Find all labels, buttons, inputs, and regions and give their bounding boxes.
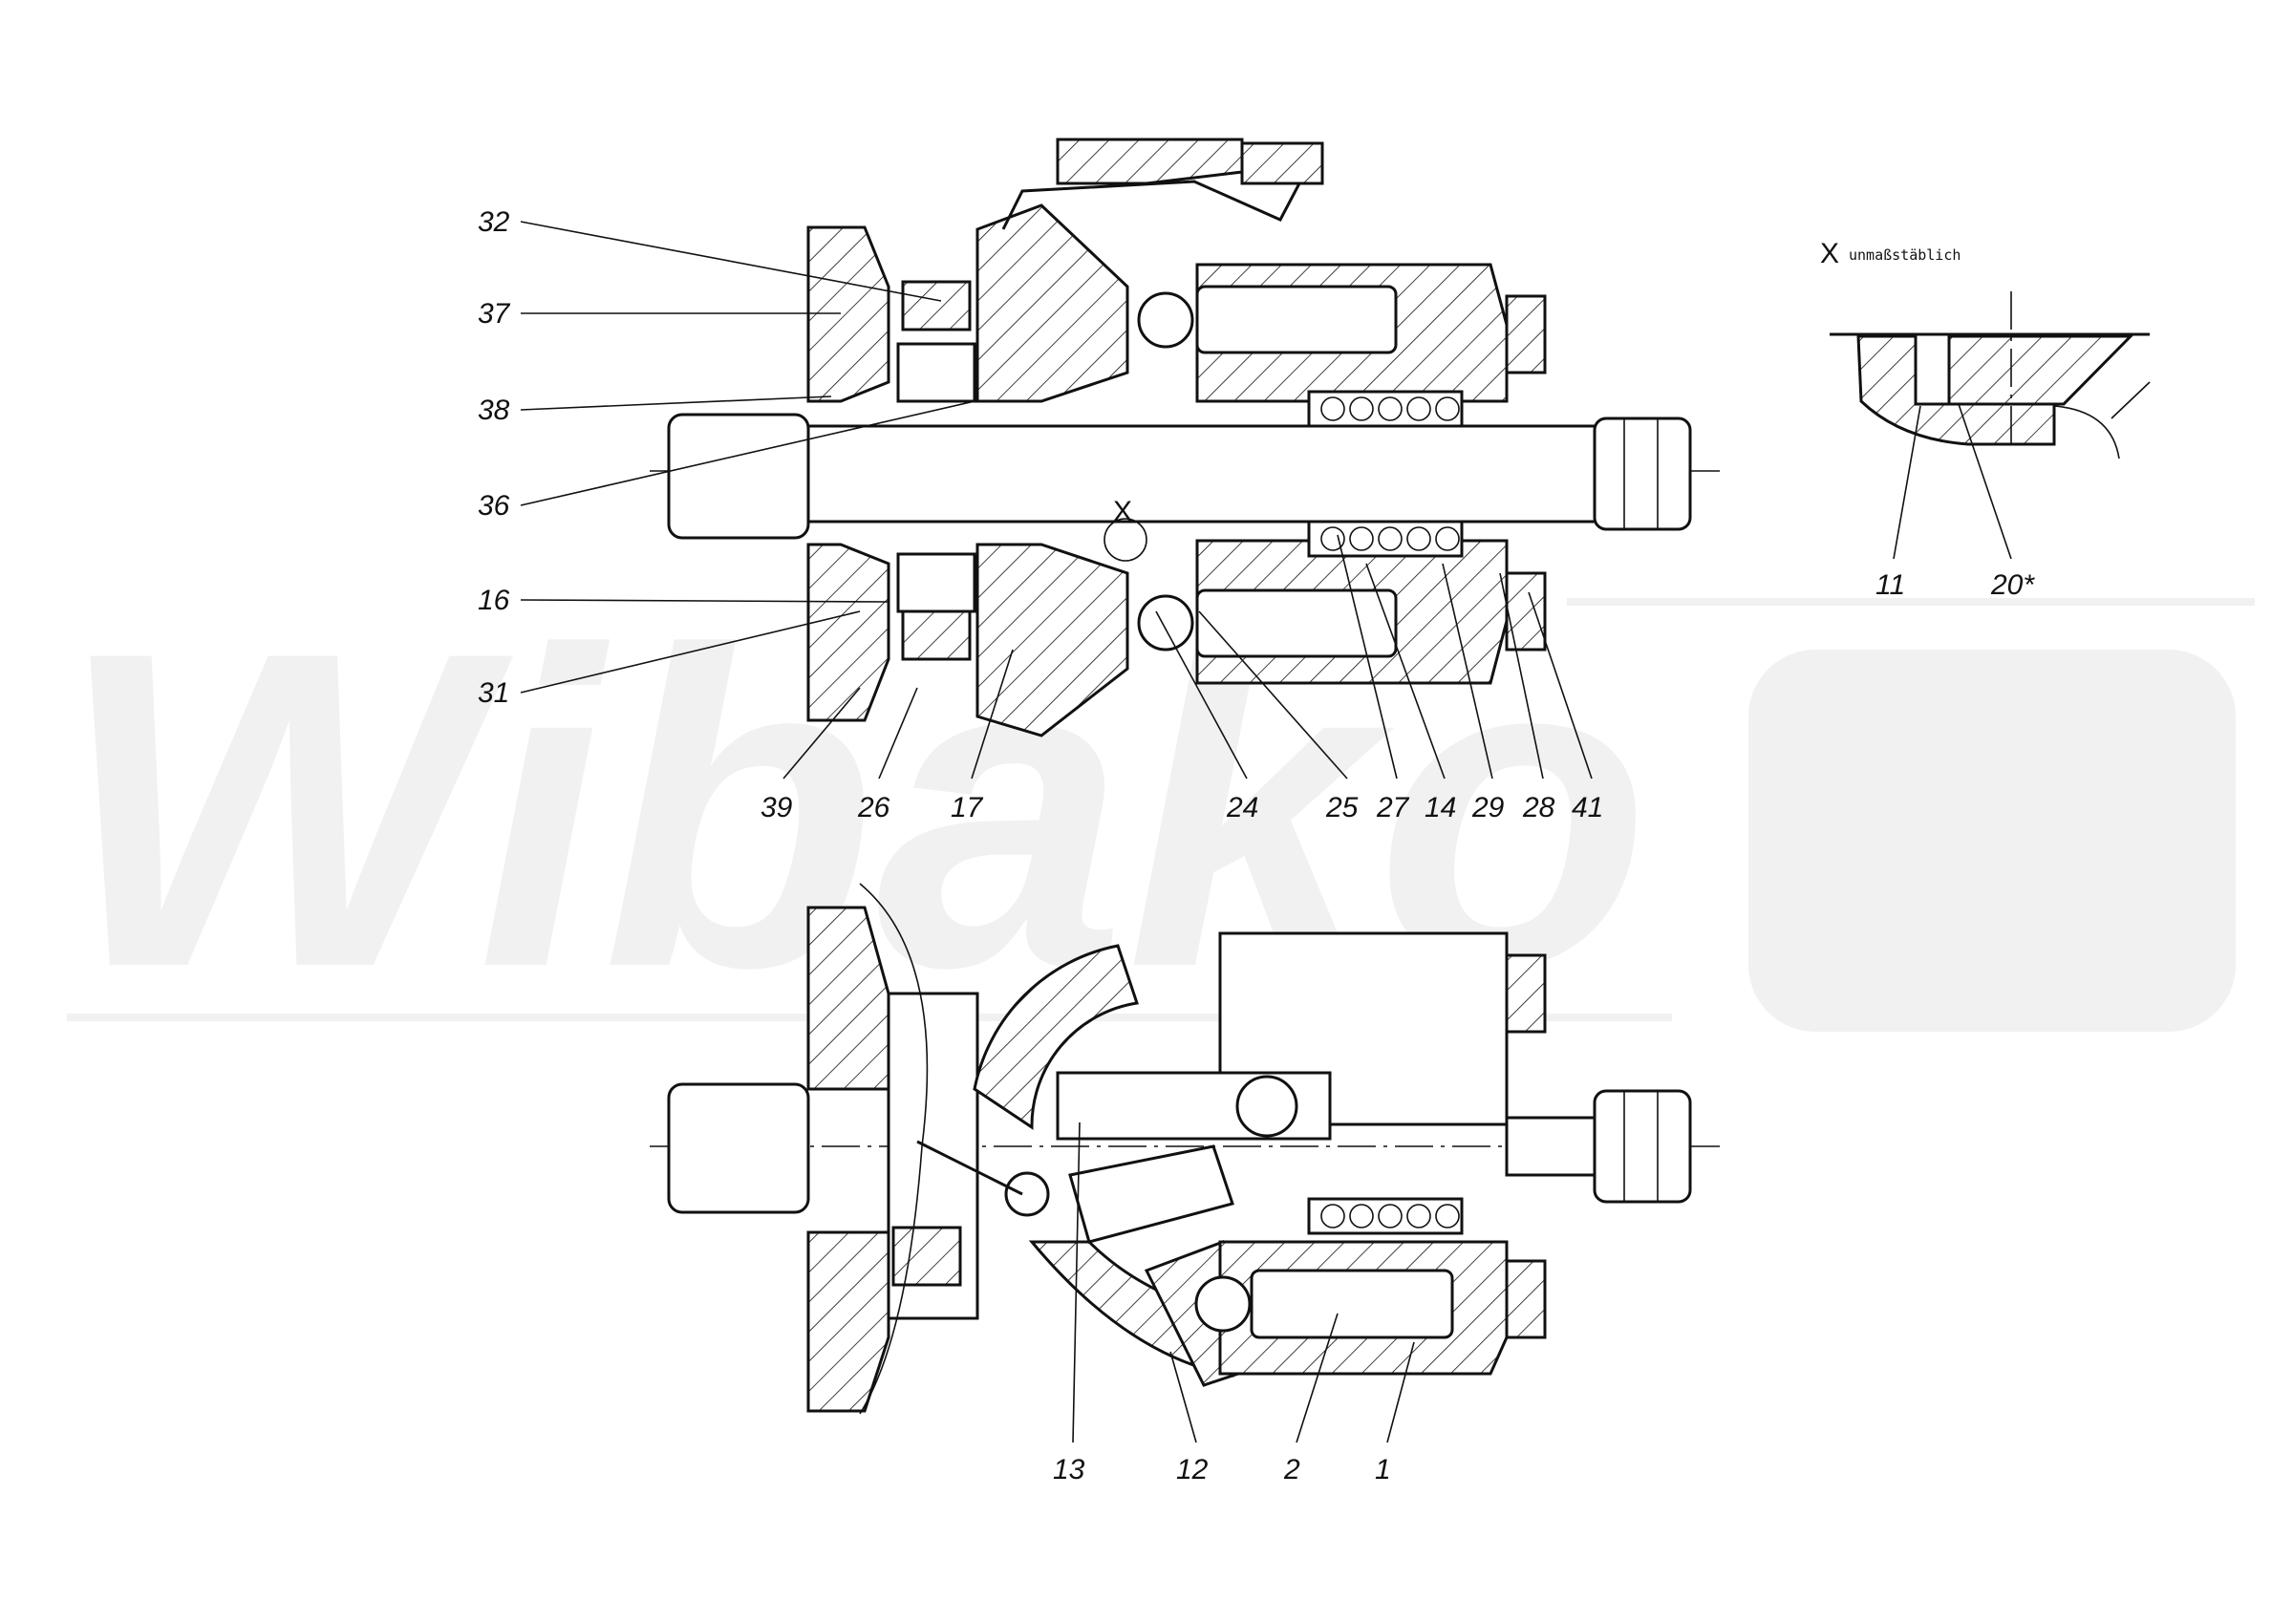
callout-label: 29 — [1471, 792, 1505, 823]
callout-label: 14 — [1425, 792, 1456, 823]
callout-label: 11 — [1875, 569, 1905, 601]
callout-label: 12 — [1176, 1454, 1209, 1485]
detail-view-x — [1830, 291, 2151, 459]
callout-label: 25 — [1325, 792, 1359, 823]
callout-label: 39 — [761, 792, 793, 823]
watermark-logo-icon — [1748, 650, 2236, 1032]
callout-labels: 32 37 38 36 16 31 39 26 17 24 25 27 14 2… — [478, 206, 2035, 1485]
callout-label: 20* — [1990, 569, 2035, 601]
detail-marker-x: X — [1113, 496, 1132, 527]
callout-label: 36 — [478, 490, 510, 522]
callout-label: 17 — [951, 792, 984, 823]
callout-label: 1 — [1375, 1454, 1391, 1485]
leader-lines — [520, 221, 2012, 1443]
callout-label: 37 — [478, 298, 511, 330]
callout-label: 31 — [478, 677, 509, 709]
callout-label: 28 — [1522, 792, 1555, 823]
callout-label: 13 — [1053, 1454, 1085, 1485]
callout-label: 38 — [478, 395, 510, 426]
callout-label: 2 — [1283, 1454, 1300, 1485]
callout-label: 41 — [1572, 792, 1603, 823]
callout-label: 32 — [478, 206, 510, 238]
upper-section-view: X — [650, 138, 1720, 737]
detail-title-marker: X — [1820, 238, 1839, 269]
detail-scale-caption: unmaßstäblich — [1849, 246, 1961, 264]
lower-view — [650, 883, 1720, 1415]
callout-label: 16 — [478, 585, 510, 616]
callout-label: 27 — [1376, 792, 1410, 823]
callout-label: 26 — [857, 792, 890, 823]
callout-label: 24 — [1226, 792, 1258, 823]
